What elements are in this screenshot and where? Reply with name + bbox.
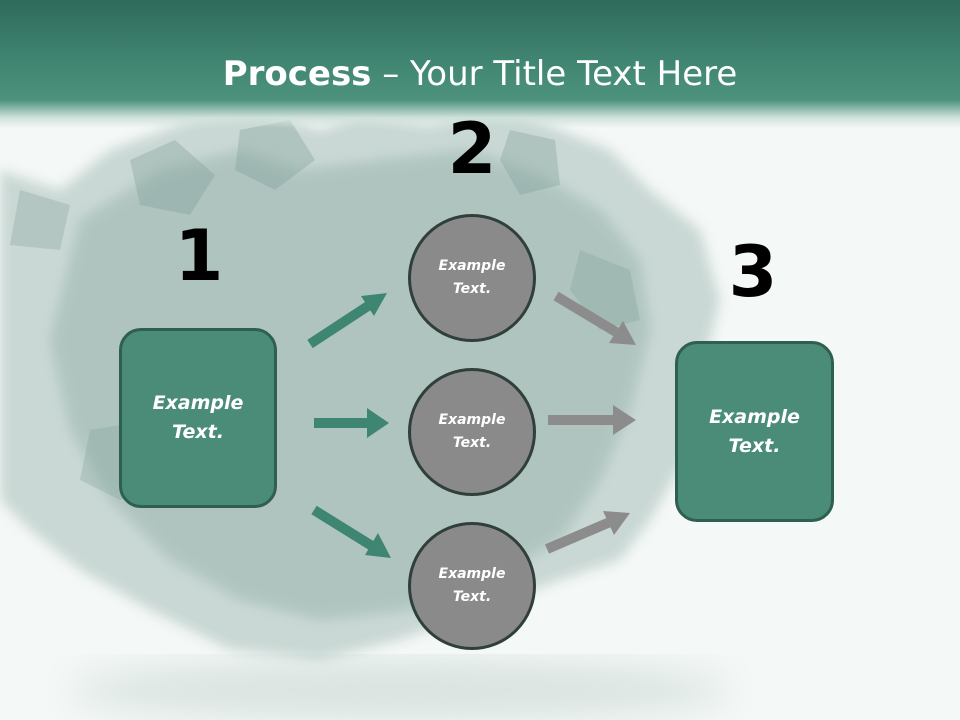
circle-bottom-line2: Text.	[452, 589, 492, 605]
circle-top-line1: Example	[438, 258, 506, 274]
circle-bottom-line1: Example	[438, 566, 506, 582]
title-rest-part: – Your Title Text Here	[371, 54, 738, 94]
arrowhead-green-down	[365, 533, 391, 558]
circle-middle-line1: Example	[438, 412, 506, 428]
slide-title: Process – Your Title Text Here	[0, 52, 960, 96]
title-header-band	[0, 0, 960, 128]
arrow-gray-up	[545, 517, 612, 554]
arrowhead-gray-up	[603, 511, 630, 535]
step-number-1: 1	[174, 215, 224, 297]
step-number-3: 3	[728, 231, 778, 313]
circle-top-line2: Text.	[452, 281, 492, 297]
arrowhead-green-mid	[367, 408, 389, 438]
right-box-line1: Example	[709, 405, 800, 428]
circle-middle-line2: Text.	[452, 435, 492, 451]
right-box-line2: Text.	[728, 434, 781, 457]
left-box-line2: Text.	[172, 421, 224, 443]
arrow-green-up	[307, 301, 371, 349]
step-number-2: 2	[447, 108, 497, 190]
left-box-line1: Example	[152, 392, 244, 414]
arrowhead-gray-down	[609, 321, 636, 345]
arrowhead-gray-mid	[613, 405, 636, 435]
arrow-green-down	[311, 505, 375, 551]
arrowhead-green-up	[361, 293, 387, 316]
title-bold-part: Process	[222, 54, 372, 94]
arrow-gray-down	[553, 291, 619, 337]
